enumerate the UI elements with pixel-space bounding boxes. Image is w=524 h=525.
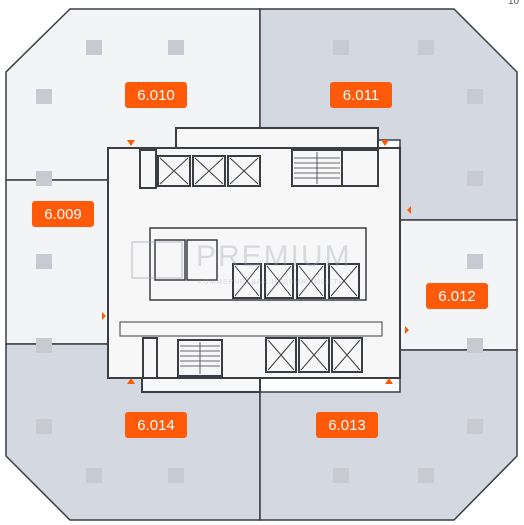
elevator-top-3 [227, 155, 261, 187]
column-marker [467, 338, 483, 353]
unit-6014-label-text: 6.014 [137, 417, 175, 434]
elevator-top-1 [157, 155, 191, 187]
column-marker [168, 468, 184, 483]
unit-labels: 6.010 6.011 6.009 6.012 6.014 6.013 [32, 82, 488, 438]
column-marker [36, 254, 52, 269]
column-marker [467, 89, 483, 104]
service-room-top [341, 149, 379, 187]
central-lobby [149, 227, 367, 301]
elevator-bot-2 [298, 337, 330, 373]
column-marker [168, 40, 184, 55]
unit-6011-label-text: 6.011 [343, 87, 379, 104]
unit-label-6013[interactable]: 6.013 [316, 412, 378, 438]
column-marker [86, 40, 102, 55]
small-room-2 [186, 239, 218, 281]
column-marker [36, 338, 52, 353]
unit-6009-label-text: 6.009 [44, 206, 82, 223]
unit-6012-label-text: 6.012 [438, 288, 476, 305]
unit-6013-area[interactable] [259, 349, 518, 521]
unit-6013-label-text: 6.013 [328, 417, 366, 434]
elevator-mid-2 [264, 263, 294, 299]
elevator-mid-3 [296, 263, 326, 299]
column-marker [467, 419, 483, 434]
column-marker [333, 468, 349, 483]
watermark-title: PREMIUM [196, 240, 352, 273]
unit-label-6012[interactable]: 6.012 [426, 283, 488, 309]
core-top-block [175, 127, 379, 149]
unit-label-6009[interactable]: 6.009 [32, 201, 94, 227]
column-marker [418, 40, 434, 55]
watermark-logo: PREMIUM КОММЕРЧЕСКАЯ НЕДВИЖИМОСТЬ [131, 240, 352, 286]
elevator-bot-1 [265, 337, 297, 373]
column-marker [86, 468, 102, 483]
column-marker [467, 171, 483, 186]
page-number: 10 [508, 0, 520, 7]
column-marker [36, 89, 52, 104]
unit-label-6014[interactable]: 6.014 [125, 412, 187, 438]
corridor-bottom [119, 321, 383, 337]
column-markers [36, 40, 483, 483]
shaft-bottom-left [142, 337, 158, 379]
stair-bottom [177, 339, 223, 377]
column-marker [333, 40, 349, 55]
unit-label-6011[interactable]: 6.011 [330, 82, 392, 108]
watermark-subtitle: КОММЕРЧЕСКАЯ НЕДВИЖИМОСТЬ [198, 279, 344, 286]
unit-label-6010[interactable]: 6.010 [125, 82, 187, 108]
elevator-bot-3 [331, 337, 363, 373]
elevator-mid-4 [328, 263, 360, 299]
column-marker [467, 254, 483, 269]
elevator-top-2 [192, 155, 226, 187]
column-marker [36, 171, 52, 186]
elevator-mid-1 [232, 263, 262, 299]
small-room-1 [154, 239, 186, 281]
elevator-shaft [139, 149, 157, 189]
column-marker [36, 419, 52, 434]
building-core [102, 127, 411, 393]
unit-6010-label-text: 6.010 [137, 87, 175, 104]
column-marker [418, 468, 434, 483]
core-bottom-block [141, 377, 261, 393]
